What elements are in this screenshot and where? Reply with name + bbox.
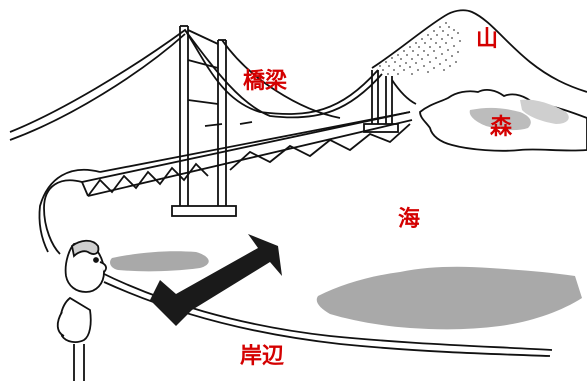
label-bridge: 橋梁 xyxy=(243,69,287,94)
mountain-shading xyxy=(379,22,461,75)
forest-headland xyxy=(419,89,587,152)
person-figure xyxy=(56,239,107,381)
suspension-bridge xyxy=(9,25,417,255)
label-mountain: 山 xyxy=(476,27,498,52)
label-sea: 海 xyxy=(398,206,420,232)
label-shore: 岸辺 xyxy=(240,344,284,369)
mountain xyxy=(371,9,587,93)
label-forest: 森 xyxy=(490,114,513,140)
double-headed-arrow-icon xyxy=(150,234,282,326)
sea-shading xyxy=(110,251,582,330)
